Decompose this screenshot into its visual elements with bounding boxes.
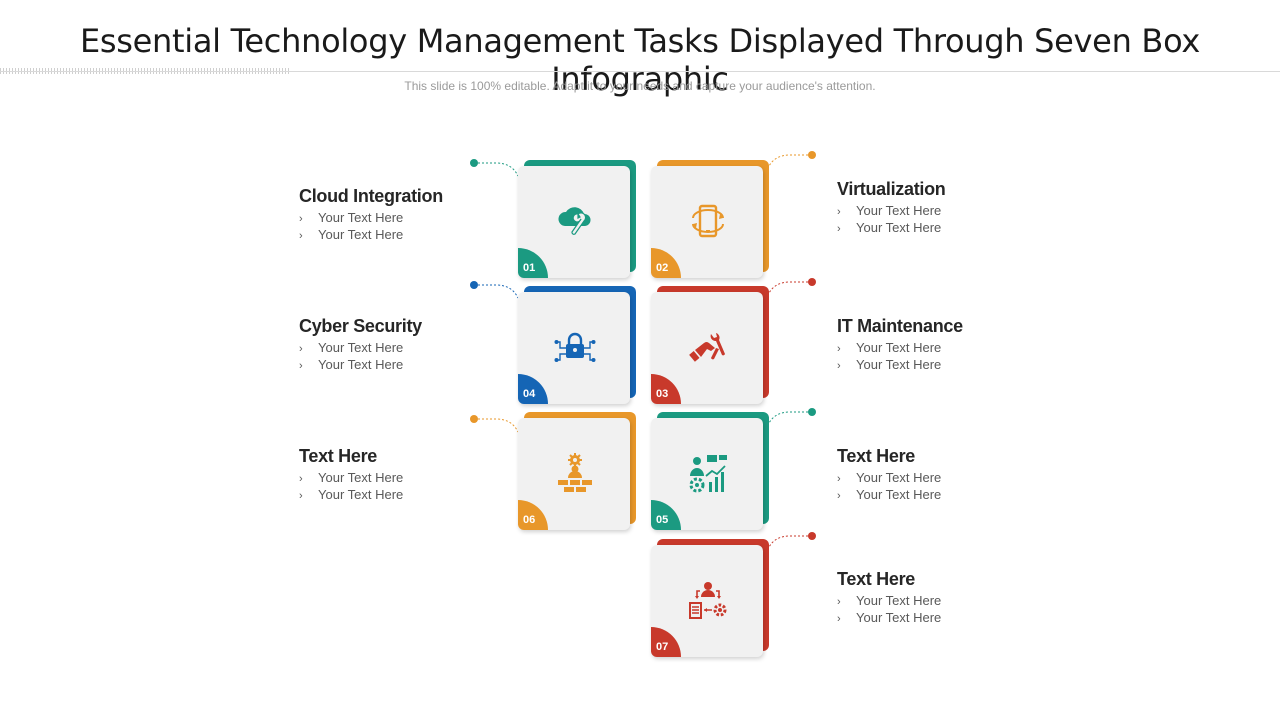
item-heading: Cloud Integration xyxy=(299,186,443,206)
box-03-badge: 03 xyxy=(651,374,681,404)
item-cloud-integration: Cloud Integration ›Your Text Here ›Your … xyxy=(299,186,443,244)
box-06-front: 06 xyxy=(518,418,630,530)
bullet: ›Your Text Here xyxy=(837,220,942,235)
bullet: ›Your Text Here xyxy=(837,487,942,502)
bullet: ›Your Text Here xyxy=(299,227,404,242)
item-bullets: ›Your Text Here ›Your Text Here xyxy=(299,210,443,244)
box-01-front: 01 xyxy=(518,166,630,278)
bullet: ›Your Text Here xyxy=(299,210,404,225)
box-04-front: 04 xyxy=(518,292,630,404)
connector-dot-02 xyxy=(808,151,816,159)
connector-05 xyxy=(767,411,812,426)
connector-02 xyxy=(767,154,812,169)
bullet: ›Your Text Here xyxy=(299,340,404,355)
connector-06 xyxy=(474,418,519,433)
box-01: 01 xyxy=(518,160,636,284)
lock-network-icon xyxy=(554,332,596,362)
subtitle: This slide is 100% editable. Adapt it to… xyxy=(404,79,876,93)
connector-dot-03 xyxy=(808,278,816,286)
box-06-badge: 06 xyxy=(518,500,548,530)
connector-dot-06 xyxy=(470,415,478,423)
bullet: ›Your Text Here xyxy=(837,470,942,485)
item-heading: IT Maintenance xyxy=(837,316,963,336)
bullet: ›Your Text Here xyxy=(837,610,942,625)
item-text-here-07: Text Here ›Your Text Here ›Your Text Her… xyxy=(837,569,941,627)
connector-03 xyxy=(767,281,812,296)
item-heading: Text Here xyxy=(837,569,916,589)
cloud-wrench-icon xyxy=(558,207,591,235)
connector-01 xyxy=(474,162,519,177)
bullet: ›Your Text Here xyxy=(837,340,942,355)
page-title: Essential Technology Management Tasks Di… xyxy=(79,22,1201,98)
bullet: ›Your Text Here xyxy=(299,487,404,502)
item-bullets: ›Your Text Here ›Your Text Here xyxy=(299,340,422,374)
item-bullets: ›Your Text Here ›Your Text Here xyxy=(837,593,941,627)
hand-tools-icon xyxy=(689,333,725,362)
bullet: ›Your Text Here xyxy=(837,203,942,218)
box-04-badge: 04 xyxy=(518,374,548,404)
box-06-number: 06 xyxy=(523,514,536,526)
item-bullets: ›Your Text Here ›Your Text Here xyxy=(837,470,941,504)
item-it-maintenance: IT Maintenance ›Your Text Here ›Your Tex… xyxy=(837,316,963,374)
box-05-front: 05 xyxy=(651,418,763,530)
box-07-front: 07 xyxy=(651,545,763,657)
hierarchy-gear-icon xyxy=(558,453,592,492)
connector-dot-05 xyxy=(808,408,816,416)
title-rule xyxy=(0,71,1280,72)
box-02: 02 xyxy=(651,160,769,284)
box-04: 04 xyxy=(518,286,636,410)
bullet: ›Your Text Here xyxy=(837,593,942,608)
box-03-number: 03 xyxy=(656,388,669,400)
box-02-front: 02 xyxy=(651,166,763,278)
mobile-sync-icon xyxy=(692,204,724,238)
connector-dot-07 xyxy=(808,532,816,540)
box-05: 05 xyxy=(651,412,769,536)
item-bullets: ›Your Text Here ›Your Text Here xyxy=(837,340,963,374)
connector-dot-04 xyxy=(470,281,478,289)
item-heading: Text Here xyxy=(299,446,378,466)
item-bullets: ›Your Text Here ›Your Text Here xyxy=(299,470,403,504)
bullet: ›Your Text Here xyxy=(837,357,942,372)
item-heading: Virtualization xyxy=(837,179,946,199)
item-bullets: ›Your Text Here ›Your Text Here xyxy=(837,203,946,237)
box-04-number: 04 xyxy=(523,388,536,400)
box-07-number: 07 xyxy=(656,641,669,653)
box-02-badge: 02 xyxy=(651,248,681,278)
connector-07 xyxy=(767,535,812,550)
box-01-number: 01 xyxy=(523,262,536,274)
connector-04 xyxy=(474,284,519,299)
bullet: ›Your Text Here xyxy=(299,357,404,372)
box-03: 03 xyxy=(651,286,769,410)
box-07-badge: 07 xyxy=(651,627,681,657)
engineer-process-icon xyxy=(689,582,727,619)
item-heading: Cyber Security xyxy=(299,316,422,336)
bullet: ›Your Text Here xyxy=(299,470,404,485)
box-03-front: 03 xyxy=(651,292,763,404)
box-07: 07 xyxy=(651,539,769,663)
item-text-here-05: Text Here ›Your Text Here ›Your Text Her… xyxy=(837,446,941,504)
item-virtualization: Virtualization ›Your Text Here ›Your Tex… xyxy=(837,179,946,237)
item-heading: Text Here xyxy=(837,446,916,466)
box-01-badge: 01 xyxy=(518,248,548,278)
item-cyber-security: Cyber Security ›Your Text Here ›Your Tex… xyxy=(299,316,422,374)
analyst-chart-icon xyxy=(689,455,727,493)
box-02-number: 02 xyxy=(656,262,669,274)
box-05-number: 05 xyxy=(656,514,669,526)
item-text-here-06: Text Here ›Your Text Here ›Your Text Her… xyxy=(299,446,403,504)
box-06: 06 xyxy=(518,412,636,536)
box-05-badge: 05 xyxy=(651,500,681,530)
connector-dot-01 xyxy=(470,159,478,167)
